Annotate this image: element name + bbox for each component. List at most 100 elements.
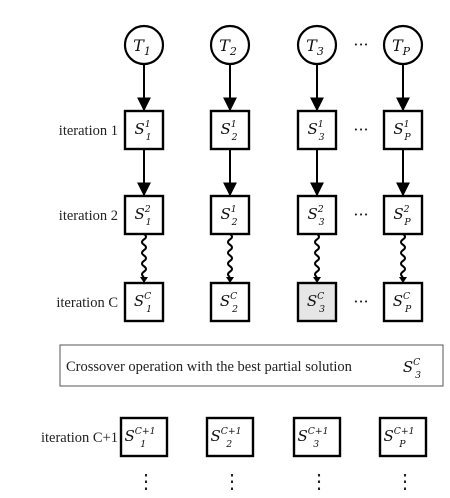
thread-label-sub: 1 [144,45,151,58]
crossover-box [59,344,444,387]
solution-label-base: S [393,120,403,138]
solution-label-sub: 2 [231,304,238,315]
solution-node [382,194,424,236]
solution-label-sup: C [403,291,410,302]
solution-node [382,109,424,151]
row-label: iteration 2 [59,208,118,224]
thread-label: T3 [306,36,324,58]
solution-label-base: S [220,205,230,223]
solution-label-sub: 2 [231,217,238,228]
solution-label-sup: 2 [403,204,410,215]
solution-label-sup: 1 [231,204,237,215]
solution-label-sup: C+1 [221,426,242,437]
edge-squiggle [227,233,233,278]
solution-label-base: S [134,205,144,223]
solution-label-base: S [134,120,144,138]
solution-label-base: S [297,427,307,445]
edge-squiggle-head [140,277,148,283]
thread-label: TP [392,36,411,58]
solution-label-base: S [220,120,230,138]
thread-label-sub: 3 [317,45,324,58]
solution-label-sub: 2 [225,439,232,450]
solution-label-sup: 2 [317,204,324,215]
solution-node [382,281,424,323]
solution-label: S1 2 [220,204,237,228]
solution-label-base: S [393,205,403,223]
solution-label-sup: C [144,291,151,302]
crossover-math-sup: C [413,357,420,368]
thread-label: T2 [219,36,237,58]
solution-label-base: S [220,292,230,310]
solution-label-sup: 1 [145,119,151,130]
crossover-text: Crossover operation with the best partia… [66,359,353,375]
solution-label-sub: P [403,217,411,228]
thread-label-base: T [133,36,145,55]
solution-label-sub: 1 [140,439,146,450]
solution-label-base: S [124,427,134,445]
thread-label-sub: 2 [229,45,237,58]
solution-label-sup: C [230,291,237,302]
solution-label-base: S [393,292,403,310]
solution-label-sup: C+1 [308,426,329,437]
row-label: iteration C+1 [41,430,118,446]
solution-label-sub: 3 [319,132,325,143]
solution-node [292,416,342,458]
solution-label-sup: 1 [404,119,410,130]
solution-label-base: S [210,427,220,445]
crossover-math-base: S [403,358,413,376]
solution-node [209,194,251,236]
solution-label-sub: 3 [313,439,319,450]
crossover-math: SC 3 [403,357,421,381]
thread-node [123,24,165,66]
vertical-ellipsis: ⋮ [222,469,242,493]
solution-label-sub: P [398,439,406,450]
solution-label-sub: 1 [146,132,152,143]
solution-label-sub: 2 [231,132,238,143]
crossover-text-body: Crossover operation with the best partia… [66,359,353,375]
solution-node [209,109,251,151]
thread-label-base: T [392,36,404,55]
crossover-math-sub: 3 [415,370,421,381]
solution-node [209,281,251,323]
edge-squiggle-head [399,277,407,283]
solution-node-best [296,281,338,323]
horizontal-ellipsis: ··· [353,205,368,224]
solution-label-sub: P [404,304,412,315]
solution-label-base: S [307,205,317,223]
solution-label-sub: P [403,132,411,143]
edge-squiggle-head [226,277,234,283]
thread-label: T1 [133,36,151,58]
solution-label-sub: 1 [146,304,152,315]
vertical-ellipsis: ⋮ [395,469,415,493]
solution-label-base: S [134,292,144,310]
solution-label-sup: 1 [318,119,324,130]
solution-label-sup: 2 [144,204,151,215]
vertical-ellipsis: ⋮ [136,469,156,493]
solution-label: S1 2 [220,119,237,143]
edge-squiggle-head [313,277,321,283]
edge-squiggle [141,233,147,278]
solution-node [123,281,165,323]
solution-label-base: S [383,427,393,445]
solution-label-sup: C+1 [135,426,156,437]
solution-label-sup: 1 [231,119,237,130]
solution-label-base: S [307,292,317,310]
edge-squiggle [314,233,320,278]
solution-label-sub: 1 [146,217,152,228]
solution-node [378,416,428,458]
solution-label-sup: C+1 [394,426,415,437]
solution-node [205,416,255,458]
row-label: iteration 1 [59,123,118,139]
horizontal-ellipsis: ··· [353,292,368,311]
edges-layer [137,64,410,283]
solution-label: S1 1 [134,119,151,143]
